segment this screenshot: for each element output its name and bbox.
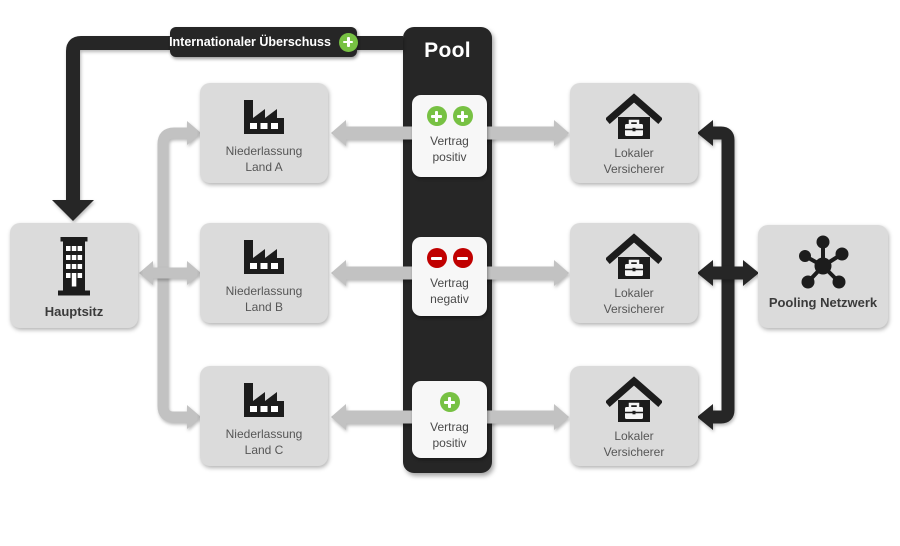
minus-icon [426,248,447,268]
insurer-c-label: Lokaler Versicherer [604,428,665,460]
factory-icon [244,240,284,274]
pool-to-branch-c-arrow [331,404,414,430]
insurer-c-line1: Lokaler [614,429,654,443]
contract-c-box: Vertrag positiv [412,381,487,458]
branch-c-line1: Niederlassung [225,427,303,441]
insurer-b-line1: Lokaler [614,286,654,300]
contract-c-line1: Vertrag [430,420,469,434]
branch-c-label: Niederlassung Land C [226,426,303,458]
international-surplus-banner: Internationaler Überschuss [169,27,358,57]
contract-a-line2: positiv [432,150,467,164]
contract-c-label: Vertrag positiv [430,419,469,451]
insurer-b-line2: Versicherer [603,302,665,316]
banner-signs [338,32,358,52]
branch-a-label: Niederlassung Land A [226,143,303,175]
contract-b-line2: negativ [430,292,469,306]
insurer-c-line2: Versicherer [603,445,665,459]
branch-a-line2: Land A [245,160,283,174]
branch-c-box: Niederlassung Land C [200,366,328,466]
contract-c-signs [439,392,460,412]
insurer-b-label: Lokaler Versicherer [604,285,665,317]
branch-b-line2: Land B [244,300,284,314]
branch-b-box: Niederlassung Land B [200,223,328,323]
branch-b-line1: Niederlassung [225,284,303,298]
insurer-a-box: Lokaler Versicherer [570,83,698,183]
insurance-house-icon [606,93,662,139]
plus-icon [452,106,473,126]
pool-to-insurer-b-arrow [484,260,569,286]
office-building-icon [58,237,90,296]
insurer-a-line1: Lokaler [614,146,654,160]
headquarters-label: Hauptsitz [44,304,104,319]
network-hub-icon [799,235,849,289]
contract-b-label: Vertrag negativ [430,275,469,307]
banner-label: Internationaler Überschuss [169,35,331,49]
insurance-house-icon [606,376,662,422]
plus-icon [426,106,447,126]
contract-c-line2: positiv [432,436,467,450]
branch-a-box: Niederlassung Land A [200,83,328,183]
branch-b-label: Niederlassung Land B [226,283,303,315]
branch-c-line2: Land C [244,443,284,457]
insurer-a-line2: Versicherer [603,162,665,176]
minus-icon [452,248,473,268]
insurance-house-icon [606,233,662,279]
factory-icon [244,100,284,134]
pool-to-branch-a-arrow [331,120,414,146]
pool-to-branch-b-arrow [331,260,414,286]
plus-icon [439,392,460,412]
surplus-loop-arrow [52,36,403,221]
insurer-b-network-double-arrow [697,260,759,286]
pooling-network-label: Pooling Netzwerk [768,295,878,310]
branch-a-line1: Niederlassung [225,144,303,158]
contract-a-label: Vertrag positiv [430,133,469,165]
hq-branch-b-double-arrow [139,261,201,285]
contract-b-line1: Vertrag [430,276,469,290]
headquarters-box: Hauptsitz [10,223,138,328]
contract-b-box: Vertrag negativ [412,237,487,316]
plus-icon [338,32,358,52]
insurer-b-box: Lokaler Versicherer [570,223,698,323]
pool-to-insurer-c-arrow [484,404,569,430]
pooling-network-box: Pooling Netzwerk [758,225,888,328]
contract-a-box: Vertrag positiv [412,95,487,177]
pool-to-insurer-a-arrow [484,120,569,146]
factory-icon [244,383,284,417]
insurer-a-label: Lokaler Versicherer [604,145,665,177]
contract-a-signs [426,106,473,126]
insurer-c-box: Lokaler Versicherer [570,366,698,466]
contract-a-line1: Vertrag [430,134,469,148]
contract-b-signs [426,248,473,268]
pool-title: Pool [424,39,471,62]
